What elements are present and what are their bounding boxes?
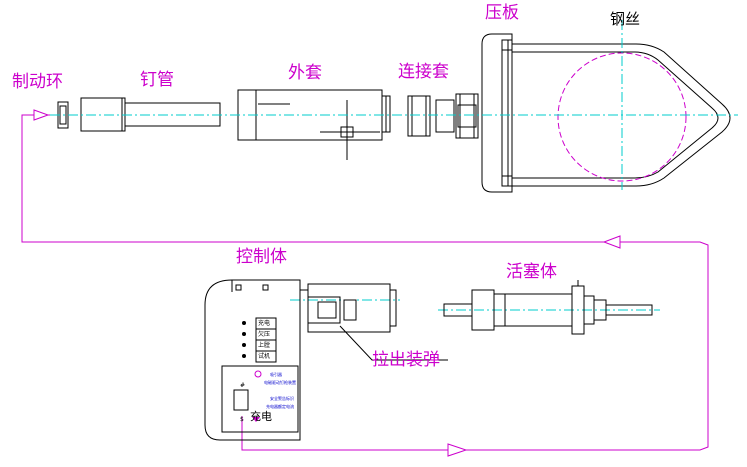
symbol-2: $ bbox=[240, 416, 244, 423]
press-plate-part bbox=[481, 33, 513, 193]
plate-text-2: 电磁驱动钉枪装置 bbox=[264, 380, 296, 385]
label-pull-out-load: 拉出装弹 bbox=[372, 350, 440, 370]
plate-text-3: 安全警告标识 bbox=[270, 396, 294, 401]
plate-text-4: 充电器额定电流 bbox=[266, 404, 294, 409]
indicator-undervoltage: 欠压 bbox=[258, 331, 271, 338]
symbol-1: # bbox=[240, 382, 246, 389]
indicator-leds bbox=[242, 321, 246, 358]
label-piston-body: 活塞体 bbox=[506, 262, 557, 282]
label-press-plate: 压板 bbox=[485, 3, 519, 23]
label-nail-tube: 钉管 bbox=[140, 70, 174, 90]
piston-body-part bbox=[443, 280, 653, 335]
connector-sleeve-part bbox=[407, 93, 479, 139]
control-body-part bbox=[204, 279, 397, 441]
label-outer-sleeve: 外套 bbox=[288, 63, 322, 83]
plate-text-1: 吸引器 bbox=[270, 372, 282, 377]
charge-label: 充电 bbox=[250, 410, 272, 423]
flow-loop bbox=[21, 109, 709, 457]
indicator-loaded: 上膛 bbox=[258, 342, 271, 349]
charge-arrow-icon bbox=[252, 417, 260, 422]
outer-sleeve-part bbox=[237, 89, 391, 160]
center-lines bbox=[50, 20, 738, 311]
pull-out-leader bbox=[339, 325, 448, 361]
label-connector-sleeve: 连接套 bbox=[398, 62, 449, 82]
indicator-charge: 充电 bbox=[258, 320, 271, 327]
label-steel-wire: 钢丝 bbox=[610, 10, 641, 28]
label-control-body: 控制体 bbox=[236, 247, 287, 267]
label-brake-ring: 制动环 bbox=[12, 72, 63, 92]
warning-logo bbox=[254, 370, 262, 378]
indicator-test: 试机 bbox=[258, 353, 271, 360]
